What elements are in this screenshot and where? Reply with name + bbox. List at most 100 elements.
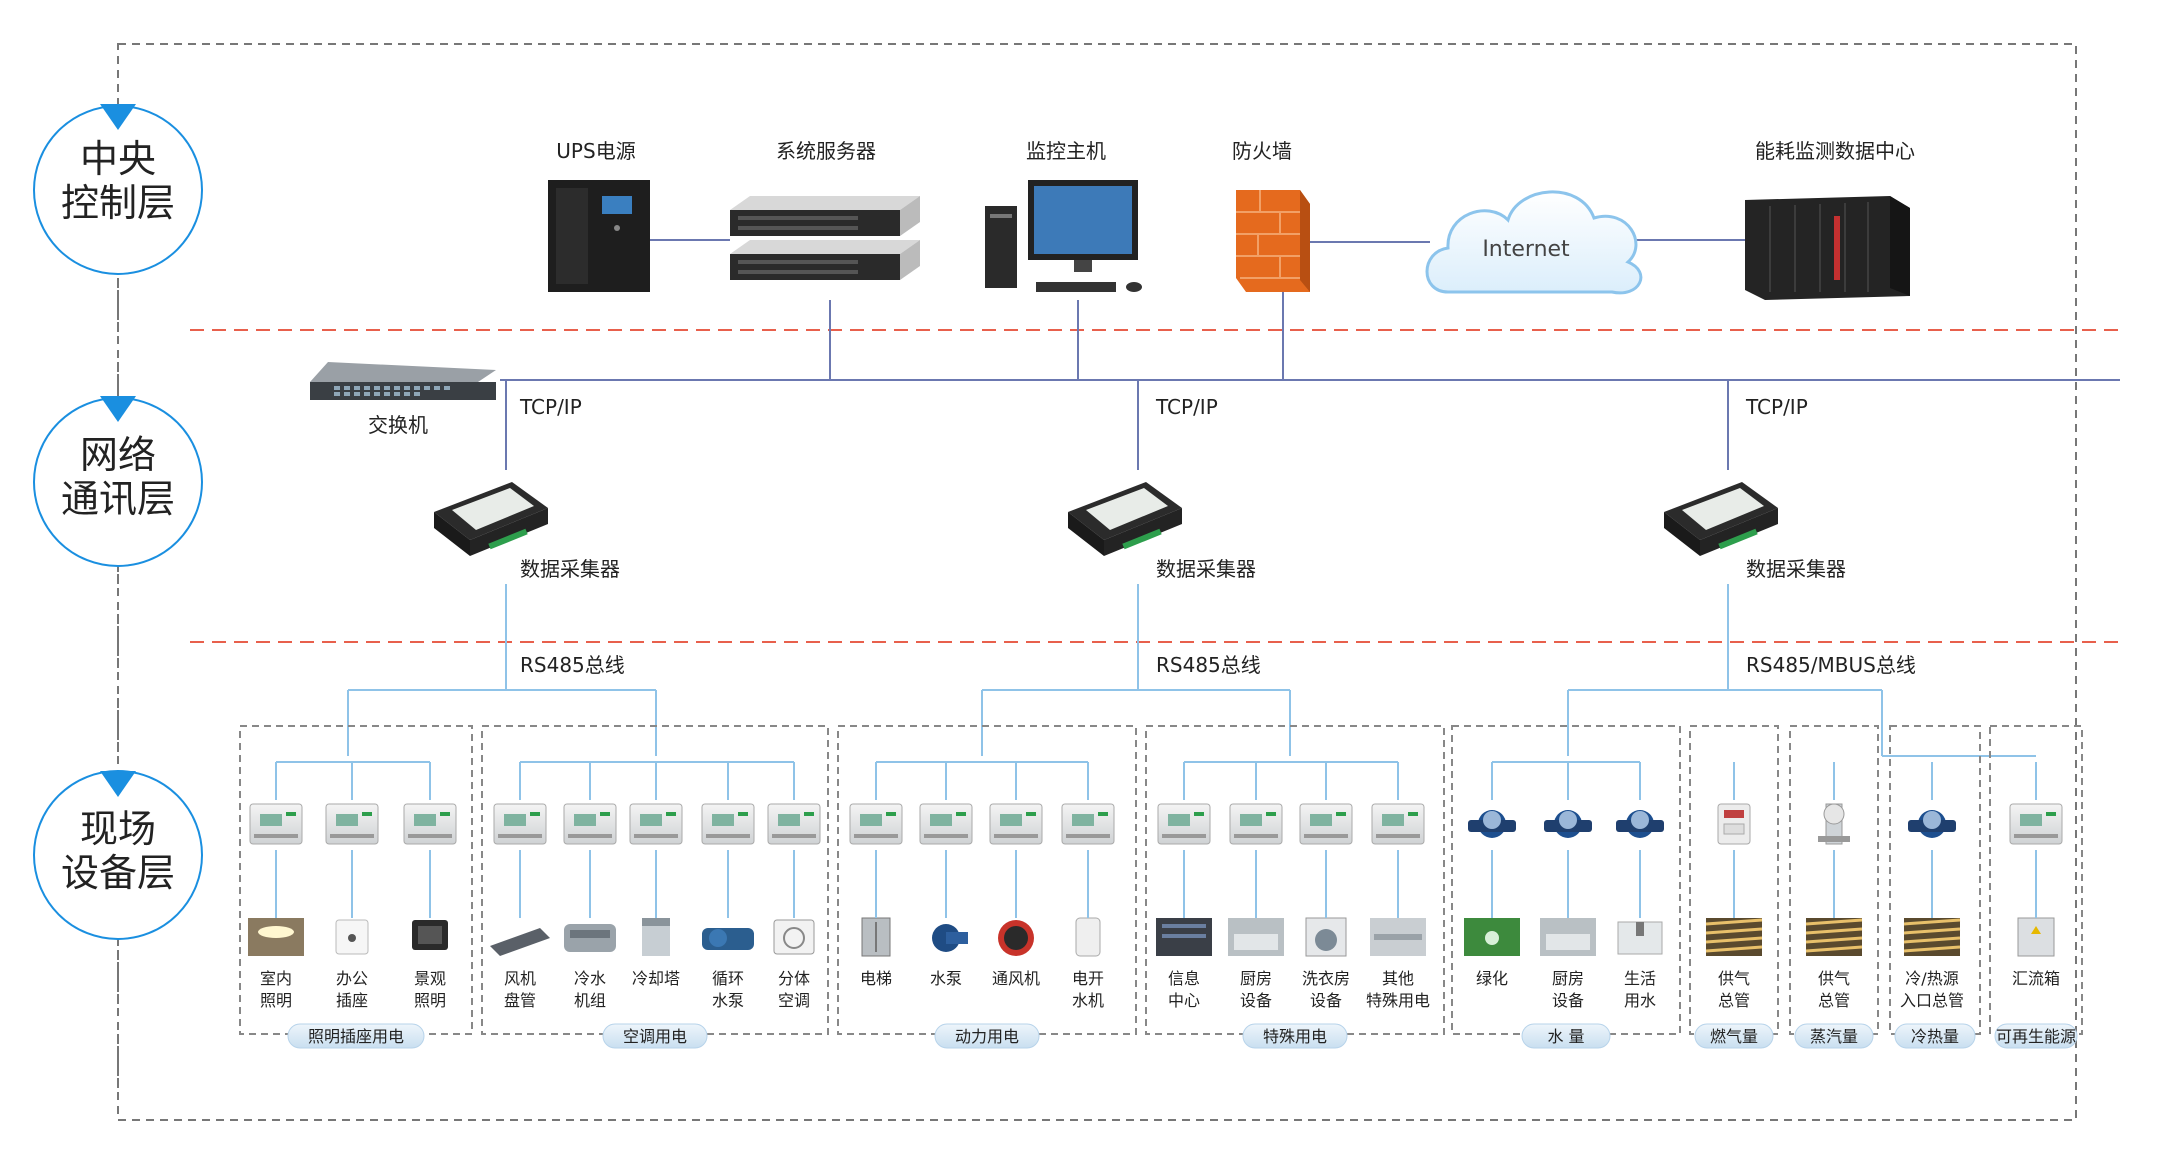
- triangle-marker-icon: [100, 104, 136, 130]
- device-label: 盘管: [504, 991, 536, 1010]
- meter-icon: [919, 803, 973, 845]
- fan-icon: [998, 920, 1034, 956]
- server-label: 系统服务器: [776, 139, 876, 163]
- device-label: 设备: [1240, 991, 1272, 1010]
- device-label: 室内: [260, 969, 292, 988]
- device-label: 插座: [336, 991, 368, 1010]
- device-label: 特殊用电: [1366, 991, 1430, 1010]
- meter-icon: [989, 803, 1043, 845]
- tcp-label-3: TCP/IP: [1745, 395, 1808, 419]
- factory-icon: [1370, 918, 1426, 956]
- bus-label-3: RS485/MBUS总线: [1746, 653, 1916, 677]
- group-pill: [1242, 1023, 1348, 1049]
- group-label: 空调用电: [623, 1027, 687, 1046]
- group-label: 蒸汽量: [1810, 1027, 1858, 1046]
- group-pill: [1994, 1023, 2078, 1049]
- group-label: 照明插座用电: [308, 1027, 404, 1046]
- device-label: 水泵: [712, 991, 744, 1010]
- meter-icon: [629, 803, 683, 845]
- collector-label-3: 数据采集器: [1746, 557, 1846, 581]
- group-label: 冷热量: [1911, 1027, 1959, 1046]
- layer-field-line2: 设备层: [61, 851, 175, 895]
- layer-network-line2: 通讯层: [61, 477, 175, 521]
- data-collector-icon: [1664, 482, 1778, 556]
- device-label: 照明: [260, 991, 292, 1010]
- socket-icon: [335, 919, 369, 955]
- device-label: 风机: [504, 969, 536, 988]
- group-label: 特殊用电: [1263, 1027, 1327, 1046]
- rack-icon: [1156, 918, 1212, 956]
- device-label: 水泵: [930, 969, 962, 988]
- device-label: 电梯: [860, 969, 892, 988]
- meter-icon: [1468, 810, 1516, 838]
- group-4: 绿化厨房设备生活用水水 量: [1451, 725, 1681, 1049]
- meter-icon: [403, 803, 457, 845]
- pipes-icon: [1705, 918, 1763, 956]
- device-label: 冷/热源: [1905, 969, 1958, 988]
- light-icon: [248, 918, 304, 956]
- device-label: 洗衣房: [1302, 969, 1350, 988]
- meter-icon: [325, 803, 379, 845]
- layer-network: 网络 通讯层: [33, 396, 203, 567]
- layer-central-line2: 控制层: [61, 181, 175, 225]
- device-label: 通风机: [992, 969, 1040, 988]
- triangle-marker-icon: [100, 396, 136, 422]
- group-label: 动力用电: [955, 1027, 1019, 1046]
- collector-label-1: 数据采集器: [520, 557, 620, 581]
- cloud-icon: [1425, 190, 1643, 295]
- fcu-icon: [490, 928, 550, 956]
- internet-label: Internet: [1482, 237, 1570, 262]
- meter-icon: [563, 803, 617, 845]
- boiler-icon: [1075, 917, 1101, 957]
- group-label: 水 量: [1547, 1027, 1584, 1046]
- washer-icon: [1305, 917, 1347, 957]
- device-label: 供气: [1718, 969, 1750, 988]
- device-label: 设备: [1552, 991, 1584, 1010]
- meter-icon: [249, 803, 303, 845]
- ups-icon: [548, 180, 650, 292]
- bus-label-1: RS485总线: [520, 653, 625, 677]
- device-label: 分体: [778, 969, 810, 988]
- device-label: 照明: [414, 991, 446, 1010]
- device-label: 生活: [1624, 969, 1656, 988]
- monitor-host-icon: [985, 180, 1142, 292]
- device-label: 用水: [1624, 991, 1656, 1010]
- device-label: 总管: [1818, 991, 1850, 1010]
- device-label: 冷却塔: [632, 969, 680, 988]
- meter-icon: [1616, 810, 1664, 838]
- meter-icon: [1818, 803, 1850, 845]
- kitchen-icon: [1540, 918, 1596, 956]
- sink-icon: [1617, 921, 1663, 955]
- layer-network-line1: 网络: [80, 433, 156, 477]
- group-pill: [1521, 1023, 1611, 1049]
- pipes-icon: [1903, 918, 1961, 956]
- device-label: 景观: [414, 969, 446, 988]
- group-2: 电梯水泵通风机电开水机动力用电: [837, 725, 1137, 1049]
- monitor-label: 监控主机: [1026, 139, 1106, 163]
- kitchen-icon: [1228, 918, 1284, 956]
- layer-field-line1: 现场: [80, 807, 156, 851]
- meter-icon: [701, 803, 755, 845]
- meter-icon: [849, 803, 903, 845]
- meter-icon: [1157, 803, 1211, 845]
- meter-icon: [2009, 803, 2063, 845]
- group-label: 可再生能源: [1996, 1027, 2076, 1046]
- device-label: 信息: [1168, 969, 1200, 988]
- grass-icon: [1464, 918, 1520, 956]
- meter-icon: [1299, 803, 1353, 845]
- layer-central: 中央 控制层: [33, 104, 203, 275]
- pump-icon: [702, 928, 754, 950]
- switch-icon: [310, 362, 496, 400]
- firewall-label: 防火墙: [1232, 139, 1292, 163]
- collector-label-2: 数据采集器: [1156, 557, 1256, 581]
- chiller-icon: [564, 924, 616, 952]
- data-collector-icon: [1068, 482, 1182, 556]
- device-label: 绿化: [1476, 969, 1508, 988]
- layer-field: 现场 设备层: [33, 770, 203, 940]
